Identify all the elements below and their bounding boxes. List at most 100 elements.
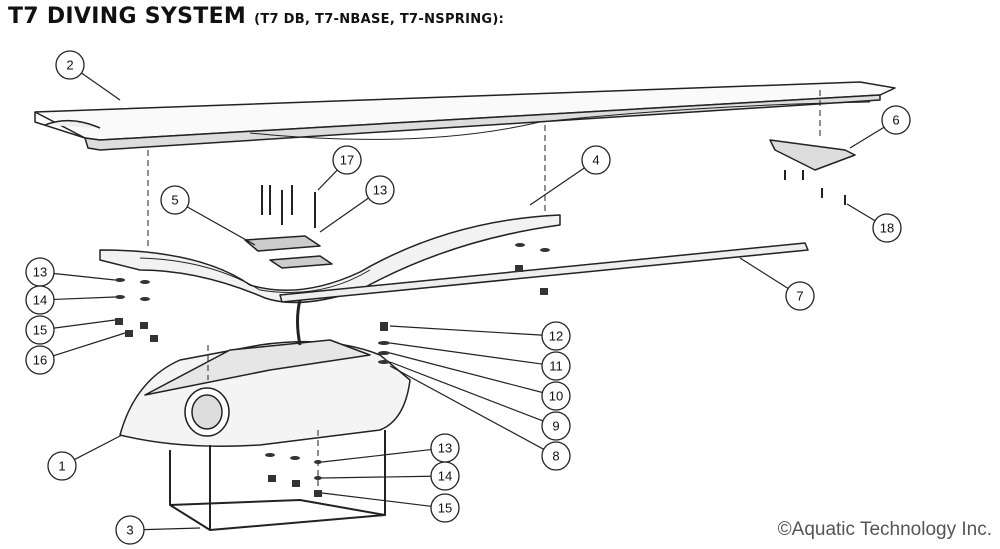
callout-1: 1: [47, 434, 123, 481]
callout-number: 2: [66, 58, 73, 73]
callout-circle: [55, 50, 85, 80]
callout-number: 5: [171, 193, 178, 208]
callout-circle: [541, 411, 571, 441]
callout-number: 12: [549, 329, 563, 344]
callout-5: 5: [160, 185, 256, 246]
callout-9: 9: [389, 361, 571, 441]
callout-circle: [541, 381, 571, 411]
callout-11: 11: [389, 342, 571, 381]
leader-line: [319, 197, 369, 233]
callout-circle: [541, 441, 571, 471]
callout-number: 17: [340, 153, 354, 168]
clamp-plate-bottom: [269, 255, 333, 269]
callout-group: 2 17 13 4 6 5 18 13 14 15 16 7 12 11 10 98 1 13 14 15 3: [25, 50, 911, 545]
callout-4: 4: [529, 145, 611, 206]
callout-number: 16: [33, 353, 47, 368]
callout-number: 10: [549, 389, 563, 404]
callout-circle: [115, 515, 145, 545]
callout-number: 11: [549, 359, 563, 374]
callout-circle: [332, 145, 362, 175]
leader-line: [389, 342, 543, 365]
callout-18: 18: [846, 203, 902, 243]
spring-fulcrum: [99, 214, 561, 304]
callout-circle: [365, 175, 395, 205]
leader-line: [143, 527, 201, 531]
title-main: T7 DIVING SYSTEM: [8, 4, 247, 29]
title-subtitle: (T7 DB, T7-NBASE, T7-NSPRING):: [254, 12, 505, 27]
callout-number: 7: [796, 289, 803, 304]
leader-line: [389, 325, 543, 336]
callout-circle: [430, 493, 460, 523]
callout-number: 1: [58, 459, 65, 474]
stand-base: [119, 299, 411, 447]
callout-number: 13: [438, 441, 452, 456]
end-bracket: [769, 139, 856, 171]
leader-line: [321, 448, 432, 463]
base-frame: [169, 430, 386, 531]
bracket-screws: [784, 170, 846, 205]
callout-number: 13: [33, 265, 47, 280]
callout-circle: [872, 213, 902, 243]
callout-number: 14: [438, 469, 452, 484]
callout-number: 6: [892, 113, 899, 128]
callout-number: 14: [33, 293, 47, 308]
leader-line: [389, 365, 544, 450]
leader-line: [739, 257, 789, 290]
callout-circle: [25, 345, 55, 375]
callout-number: 15: [33, 323, 47, 338]
callout-number: 18: [880, 221, 894, 236]
copyright-notice: ©Aquatic Technology Inc.: [777, 519, 992, 540]
leader-line: [389, 361, 544, 422]
callout-circle: [541, 351, 571, 381]
leader-line: [849, 126, 885, 149]
callout-circle: [581, 145, 611, 175]
callout-circle: [25, 285, 55, 315]
callout-circle: [25, 315, 55, 345]
callout-15: 15: [25, 315, 116, 345]
diving-board: [34, 81, 896, 151]
callout-13: 13: [321, 433, 460, 463]
callout-2: 2: [55, 50, 121, 101]
callout-16: 16: [25, 332, 126, 375]
callout-13: 13: [319, 175, 395, 233]
leader-line: [389, 352, 543, 394]
callout-6: 6: [849, 105, 911, 149]
leader-line: [321, 475, 432, 479]
rod: [279, 242, 809, 303]
callout-circle: [881, 105, 911, 135]
hardware: [115, 243, 550, 497]
callout-13: 13: [25, 257, 116, 287]
diagram-title: T7 DIVING SYSTEM (T7 DB, T7-NBASE, T7-NS…: [8, 4, 504, 29]
callout-number: 4: [592, 153, 599, 168]
clamp-plate-top: [244, 235, 321, 252]
leader-line: [321, 492, 432, 507]
callout-3: 3: [115, 515, 201, 545]
callout-8: 8: [389, 365, 571, 471]
leader-line: [53, 272, 116, 281]
callout-number: 9: [552, 419, 559, 434]
callout-circle: [430, 461, 460, 491]
callout-15: 15: [321, 492, 460, 523]
callout-14: 14: [321, 461, 460, 491]
leader-line: [317, 169, 338, 191]
leader-line: [186, 206, 256, 246]
callout-number: 15: [438, 501, 452, 516]
guide-lines: [147, 90, 821, 495]
callout-17: 17: [317, 145, 362, 191]
leader-line: [53, 332, 126, 357]
bolts: [261, 185, 316, 228]
leader-line: [81, 72, 121, 101]
callout-number: 13: [373, 183, 387, 198]
callout-7: 7: [739, 257, 815, 311]
leader-line: [53, 319, 116, 329]
callout-10: 10: [389, 352, 571, 411]
callout-14: 14: [25, 285, 116, 315]
callout-circle: [160, 185, 190, 215]
callout-number: 3: [126, 523, 133, 538]
callout-circle: [47, 451, 77, 481]
callout-circle: [785, 281, 815, 311]
leader-line: [53, 296, 116, 301]
leader-line: [846, 203, 876, 222]
leader-line: [529, 167, 585, 206]
